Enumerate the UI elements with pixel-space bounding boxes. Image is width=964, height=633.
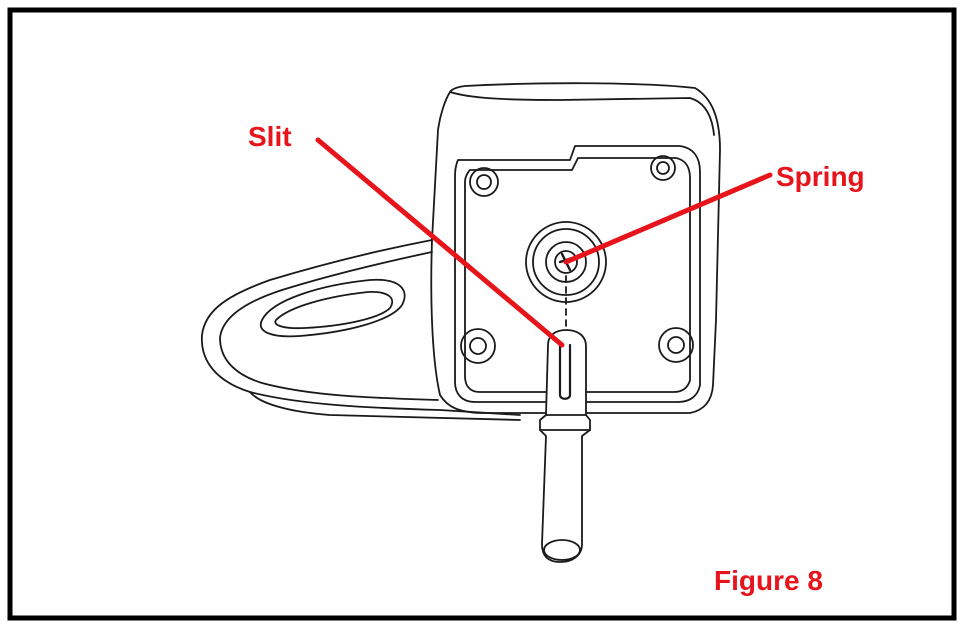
pin-body bbox=[539, 329, 591, 563]
pin-slit bbox=[558, 343, 572, 400]
mounting-flange bbox=[201, 239, 521, 416]
flange-underside bbox=[249, 391, 521, 421]
spring-label: Spring bbox=[776, 161, 865, 192]
pin-end bbox=[543, 539, 581, 561]
flange-slot bbox=[259, 278, 406, 338]
spring-callout-line bbox=[563, 172, 773, 265]
pin-collar bbox=[539, 414, 591, 431]
housing-recess-inner bbox=[464, 157, 691, 393]
bracket-line-art bbox=[201, 82, 721, 563]
slit-callout-line bbox=[315, 137, 565, 348]
housing-outer bbox=[430, 82, 721, 414]
outer-border bbox=[7, 7, 957, 621]
figure-caption: Figure 8 bbox=[714, 565, 823, 596]
mounting-flange-inner-edge bbox=[219, 251, 439, 401]
slit-label: Slit bbox=[248, 121, 292, 152]
screw-boss-bottom-left bbox=[460, 328, 496, 364]
slotted-pin bbox=[539, 329, 591, 563]
housing-recess-outer bbox=[454, 145, 701, 403]
screw-boss-top-right bbox=[650, 155, 676, 181]
flange-slot-inner bbox=[274, 291, 394, 330]
screw-boss-bottom-right bbox=[658, 327, 694, 363]
housing-top-face bbox=[449, 91, 715, 136]
screw-boss-top-left bbox=[469, 167, 499, 197]
